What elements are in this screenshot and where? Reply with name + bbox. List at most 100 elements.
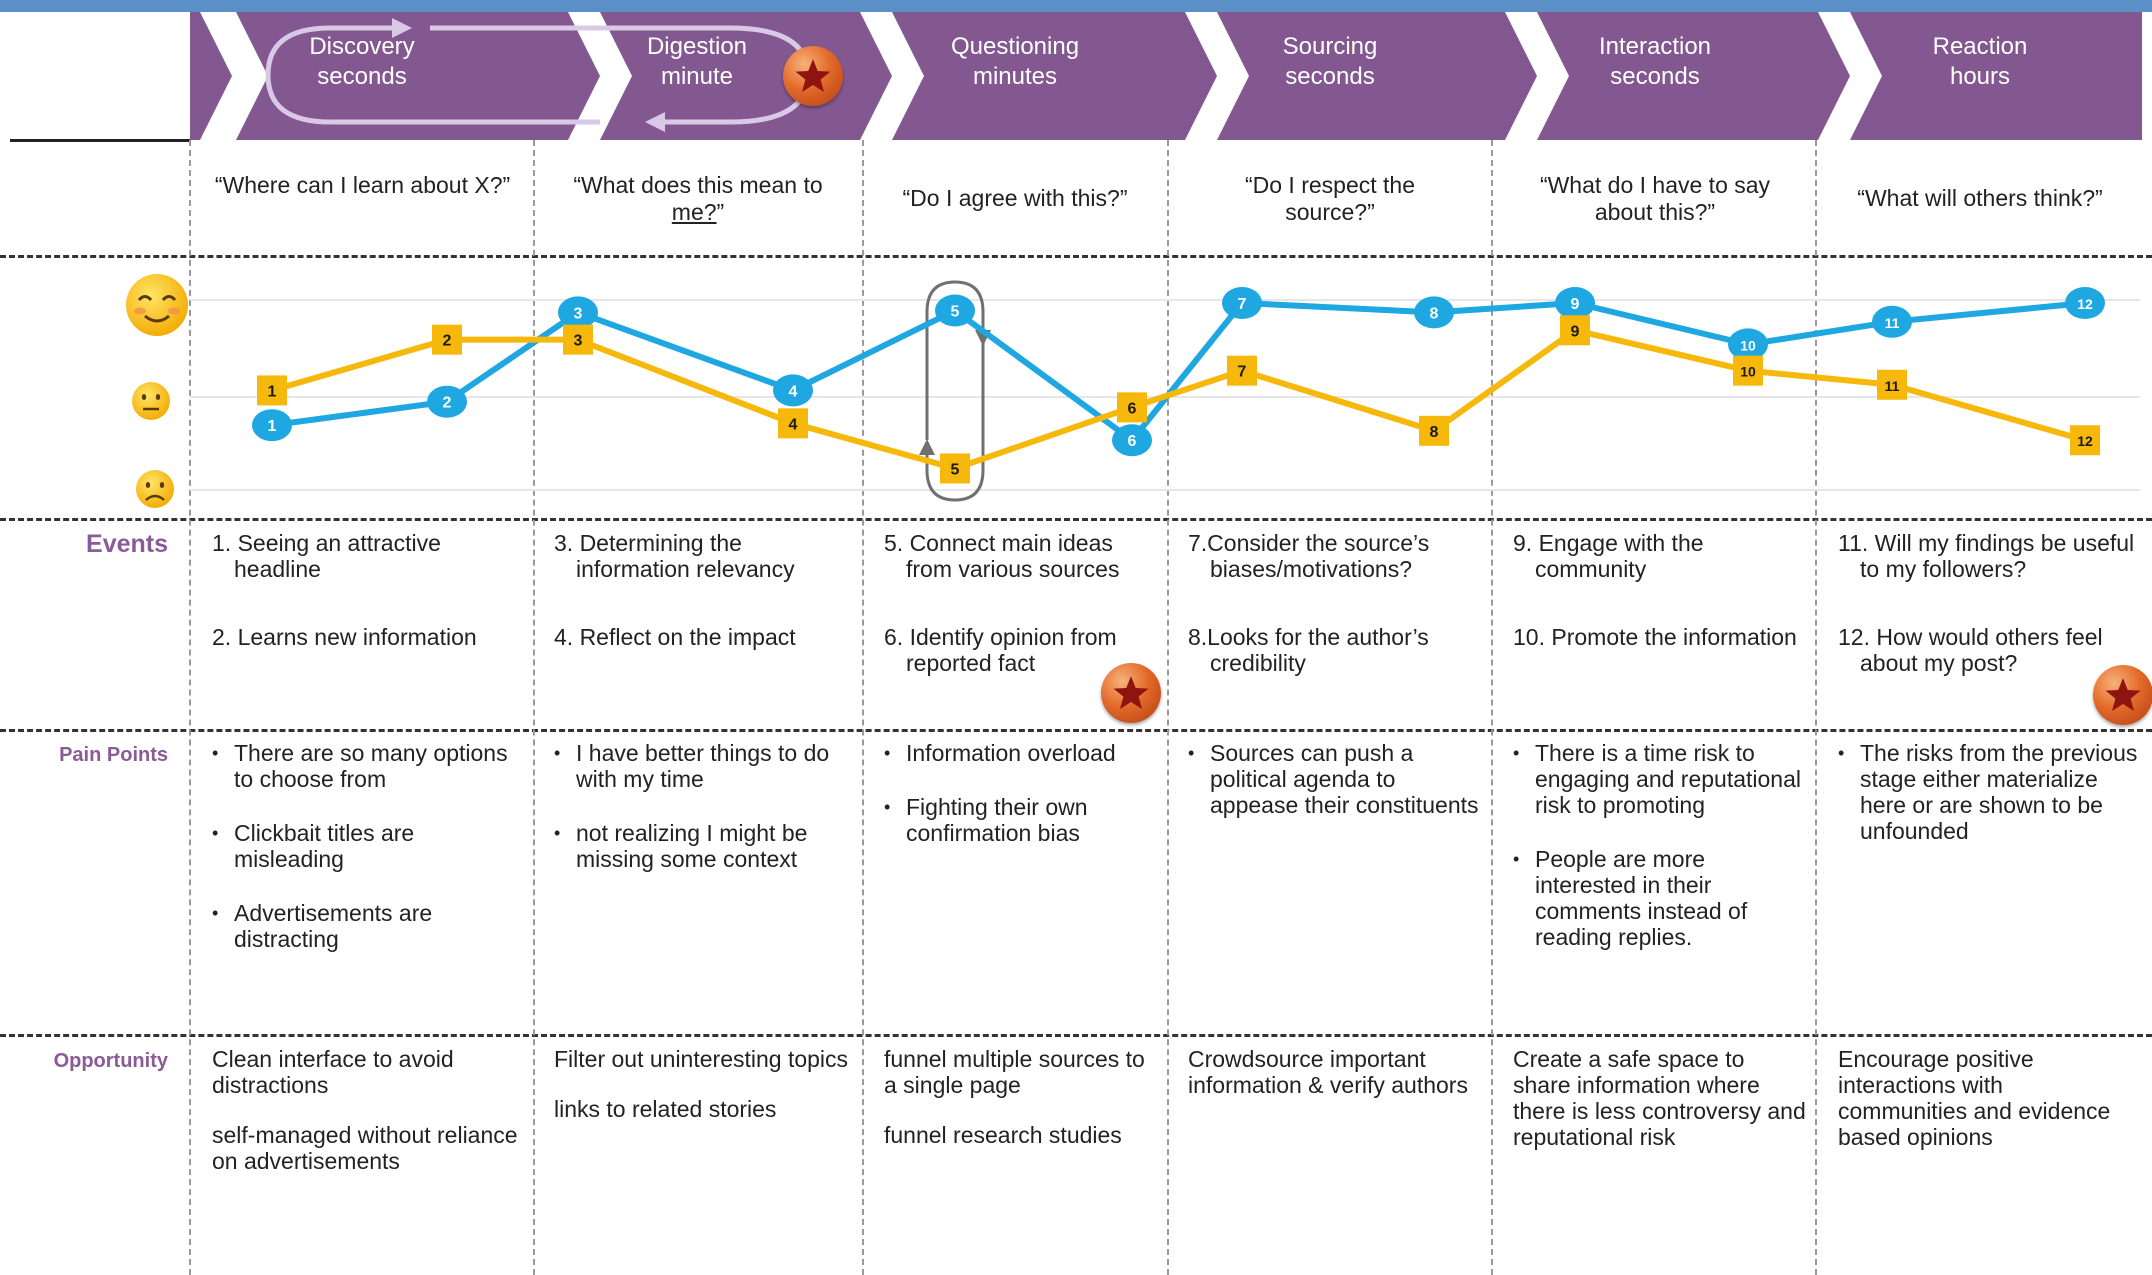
data-point-marker [1222,287,1262,319]
event-cell-2: 3. Determining the information relevancy… [554,530,854,692]
data-point-marker [252,409,292,442]
pain-point-item: not realizing I might be missing some co… [554,820,854,872]
data-point-label: 4 [789,383,798,400]
data-point-label: 11 [1885,315,1900,331]
opportunity-cell-6: Encourage positive interactions with com… [1838,1046,2138,1174]
pain-point-item: There is a time risk to engaging and rep… [1513,740,1808,818]
pain-point-cell-5: There is a time risk to engaging and rep… [1513,740,1808,978]
event-cell-4: 7.Consider the source’s biases/motivatio… [1188,530,1488,718]
data-point-label: 12 [2077,433,2093,449]
data-point-marker [427,385,467,418]
row-divider-pain [0,1034,2152,1037]
event-item: 2. Learns new information [212,624,477,650]
stage-name: Reaction [1932,33,2028,60]
col-divider-5 [1491,140,1493,1275]
stage-duration: seconds [1610,63,1700,90]
col-divider-3 [862,140,864,1275]
stage-band [190,12,2142,140]
question-digestion: “What does this mean to me?” [548,172,848,226]
event-cell-6: 11. Will my findings be useful to my fol… [1838,530,2138,718]
data-point-label: 3 [574,333,583,350]
data-point-label: 5 [951,304,960,321]
pain-point-item: Information overload [884,740,1162,766]
data-point-marker [1117,392,1147,423]
top-accent-bar [0,0,2152,12]
data-point-marker [257,375,287,406]
data-point-label: 8 [1430,305,1439,322]
chevron-3 [860,12,924,140]
data-point-label: 6 [1128,400,1137,417]
row-divider-chart [0,518,2152,521]
event-item: 9. Engage with the community [1513,530,1704,582]
stage-duration: minutes [972,63,1058,90]
pain-point-item: The risks from the previous stage either… [1838,740,2138,844]
stage-chevrons [200,12,1882,140]
data-point-marker [1112,424,1152,457]
event-item: 11. Will my findings be useful to my fol… [1838,530,2135,582]
data-point-marker [1227,355,1257,386]
data-point-label: 11 [1885,378,1900,394]
opportunity-item: Encourage positive interactions with com… [1838,1046,2111,1150]
pain-point-cell-1: There are so many options to choose from… [212,740,522,980]
opportunity-cell-4: Crowdsource important information & veri… [1188,1046,1488,1122]
opportunity-item: self-managed without reliance on adverti… [212,1122,518,1174]
data-point-marker [773,374,813,407]
data-point-label: 5 [951,461,960,478]
event-item: 3. Determining the information relevancy [554,530,795,582]
sad-face-icon [136,470,174,508]
data-point-marker [1728,328,1768,361]
stage-duration: seconds [1285,63,1375,90]
data-point-label: 9 [1571,296,1580,313]
question-reaction: “What will others think?” [1857,185,2103,211]
data-point-label: 7 [1238,364,1247,381]
opportunity-cell-3: funnel multiple sources to a single page… [884,1046,1162,1172]
question-interaction: “What do I have to say about this?” [1539,172,1771,225]
data-point-marker [940,453,970,484]
stage-header-reaction: Reaction hours [1830,32,2130,92]
opportunity-item: Create a safe space to share information… [1513,1046,1806,1150]
data-point-marker [558,296,598,329]
star-badge-icon [783,46,843,106]
pain-point-item: I have better things to do with my time [554,740,854,792]
event-item: 5. Connect main ideas from various sourc… [884,530,1120,582]
row-label-pain-points: Pain Points [59,744,168,766]
opportunity-cell-5: Create a safe space to share information… [1513,1046,1808,1174]
pain-point-cell-3: Information overloadFighting their own c… [884,740,1162,874]
data-point-label: 10 [1740,364,1756,380]
data-point-label: 9 [1571,323,1580,340]
col-divider-4 [1167,140,1169,1275]
question-digestion-pre: “What does this mean to [573,172,823,198]
row-divider-events [0,729,2152,732]
question-discovery: “Where can I learn about X?” [214,172,511,198]
opportunity-item: funnel research studies [884,1122,1122,1148]
star-badge-icon [1101,663,1161,723]
stage-duration: minute [660,63,734,90]
pain-point-item: Fighting their own confirmation bias [884,794,1162,846]
stage-name: Digestion [646,33,748,60]
row-label-events: Events [86,530,168,558]
loop-arrows-icon [265,25,811,125]
data-point-marker [778,408,808,439]
series-line [271,327,2086,472]
opportunity-item: Clean interface to avoid distractions [212,1046,454,1098]
data-point-label: 8 [1430,424,1439,441]
question-digestion-post: ” [716,199,725,225]
data-point-label: 2 [443,333,452,350]
row-label-opportunity: Opportunity [53,1050,168,1072]
series-line [271,300,2086,444]
loop-arrowhead-right [392,18,412,38]
data-point-marker [1733,355,1763,386]
data-point-marker [1419,415,1449,446]
chevron-2 [568,12,632,140]
question-sourcing: “Do I respect the source?” [1244,172,1416,225]
col-divider-6 [1815,140,1817,1275]
data-point-marker [1414,296,1454,329]
opportunity-item: Crowdsource important information & veri… [1188,1046,1468,1098]
stage-duration: hours [1949,63,2011,90]
chevron-6 [1818,12,1882,140]
data-point-marker [2070,425,2100,456]
event-item: 12. How would others feel about my post? [1838,624,2103,676]
